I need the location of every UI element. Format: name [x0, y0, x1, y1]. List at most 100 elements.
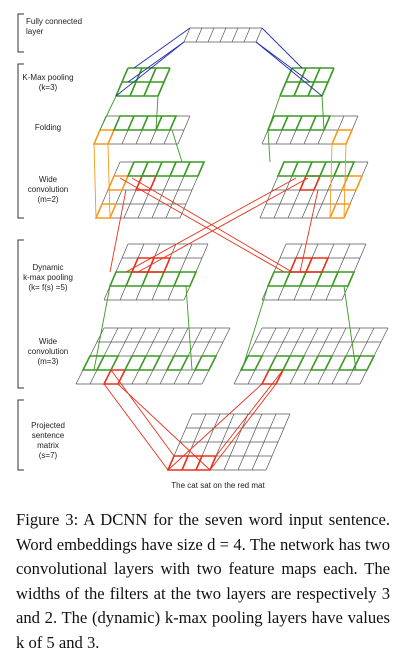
top-left-orange-b	[106, 175, 130, 191]
kmax-right-grid	[279, 67, 335, 97]
kmax-right-grid-vline	[321, 67, 335, 97]
top-right-red-cell	[298, 175, 322, 191]
top-right-green-row-div	[319, 161, 327, 177]
fully-connected-grid-vline	[219, 27, 227, 43]
red-cross-3	[131, 177, 293, 273]
top-left-green-row	[126, 161, 206, 177]
label-kmax-2: (k=3)	[39, 83, 58, 92]
label-wide-top-1: Wide	[39, 175, 58, 184]
wide-left-green-0	[81, 355, 120, 371]
green-wide-dyn-r2	[343, 285, 357, 371]
folding-right-green-div	[309, 115, 317, 131]
fully-connected-grid-vline	[255, 27, 263, 43]
wide-left-green-0-div	[96, 355, 105, 371]
top-right-green-row-div	[291, 161, 299, 177]
dynamic-right-green-row	[266, 271, 356, 287]
folding-right-green-div	[281, 115, 289, 131]
label-projected-2: sentence	[32, 431, 65, 440]
top-left-green-row-div	[155, 161, 163, 177]
kmax-left-grid-vline	[129, 67, 143, 97]
green-wide-dyn-l2	[185, 285, 193, 371]
label-fully-connected-1: Fully connected	[26, 17, 82, 26]
top-left-green-row-div	[169, 161, 177, 177]
blue-fc-3	[127, 41, 185, 83]
label-wide-bottom-3: (m=3)	[37, 357, 58, 366]
wide-right-green-3	[337, 355, 376, 371]
fully-connected-grid	[183, 27, 263, 43]
top-right-green-row-div	[333, 161, 341, 177]
layer-highlights	[81, 115, 376, 471]
red-proj-l3	[110, 369, 175, 457]
input-sentence: The cat sat on the red mat	[171, 481, 265, 490]
orange-r-1	[329, 143, 333, 219]
fully-connected-grid-vline	[207, 27, 215, 43]
red-straight-l	[109, 189, 127, 273]
dynamic-right-green-row-div	[331, 271, 339, 287]
blue-fc-5	[255, 41, 323, 97]
wide-left-green-3	[193, 355, 218, 371]
layer-connectors	[93, 27, 357, 471]
dynamic-right-red-window	[288, 257, 330, 273]
top-right-orange-a	[328, 203, 352, 219]
figure-label: Figure 3:	[16, 510, 79, 529]
fully-connected-grid-vline	[183, 27, 191, 43]
folding-left-green-div	[141, 115, 149, 131]
top-left-red-cell	[134, 175, 158, 191]
label-projected-4: (s=7)	[39, 451, 58, 460]
green-fold-kmax-l2	[155, 95, 159, 131]
label-wide-top-3: (m=2)	[37, 195, 58, 204]
layer-brackets	[17, 13, 24, 471]
dynamic-left-green-row-div	[157, 271, 165, 287]
wide-right-green-0	[239, 355, 264, 371]
figure-caption: Figure 3: A DCNN for the seven word inpu…	[16, 508, 390, 655]
top-left-green-row-div	[141, 161, 149, 177]
kmax-right-grid-vline	[293, 67, 307, 97]
dynamic-right-green-row-div	[283, 271, 291, 287]
top-left-green-row-div	[183, 161, 191, 177]
orange-l-2	[107, 143, 111, 219]
top-right-orange-b	[340, 175, 364, 191]
wide-left-green-2	[165, 355, 190, 371]
green-fold-kmax-l1	[99, 95, 117, 131]
folding-left-grid-vline	[177, 115, 191, 145]
orange-l-1	[93, 143, 97, 219]
green-fold-kmax-r2	[321, 95, 325, 131]
red-proj-l1	[103, 383, 169, 471]
kmax-left-grid-vline	[157, 67, 171, 97]
folding-left-green-div	[155, 115, 163, 131]
folding-right-orange	[330, 129, 354, 145]
wide-right-green-3-div	[352, 355, 361, 371]
red-cross-4	[119, 177, 285, 273]
folding-left-orange	[92, 129, 116, 145]
label-wide-bottom-1: Wide	[39, 337, 58, 346]
kmax-right-grid-vline	[307, 67, 321, 97]
projected-matrix-grid-vline	[237, 413, 263, 471]
green-top-fold-r	[267, 129, 271, 163]
folding-left-green-div	[127, 115, 135, 131]
wide-right-green-2	[309, 355, 334, 371]
dynamic-right-green-row-div	[315, 271, 323, 287]
red-cross-1	[125, 177, 297, 273]
projected-matrix-grid-vline	[265, 413, 291, 471]
label-fully-connected-2: layer	[26, 27, 44, 36]
wide-left-green-1-div	[138, 355, 147, 371]
kmax-left-grid	[115, 67, 171, 97]
red-straight-r	[299, 189, 319, 273]
projected-red-window-div	[181, 455, 189, 471]
red-cross-2	[137, 177, 309, 273]
top-right-green-row-div	[305, 161, 313, 177]
top-right-green-row	[276, 161, 356, 177]
red-proj-r1	[167, 383, 263, 471]
red-proj-r2	[209, 383, 277, 471]
dynamic-right-green-row-div	[299, 271, 307, 287]
projected-red-window-div	[195, 455, 203, 471]
red-proj-l2	[117, 383, 211, 471]
label-kmax-1: K-Max pooling	[22, 73, 73, 82]
dynamic-left-green-row-div	[173, 271, 181, 287]
layer-grids	[75, 27, 389, 471]
green-fold-kmax-r1	[267, 95, 281, 131]
blue-fc-6	[255, 41, 311, 83]
dynamic-left-green-row-div	[125, 271, 133, 287]
fully-connected-grid-vline	[243, 27, 251, 43]
label-folding: Folding	[35, 123, 61, 132]
